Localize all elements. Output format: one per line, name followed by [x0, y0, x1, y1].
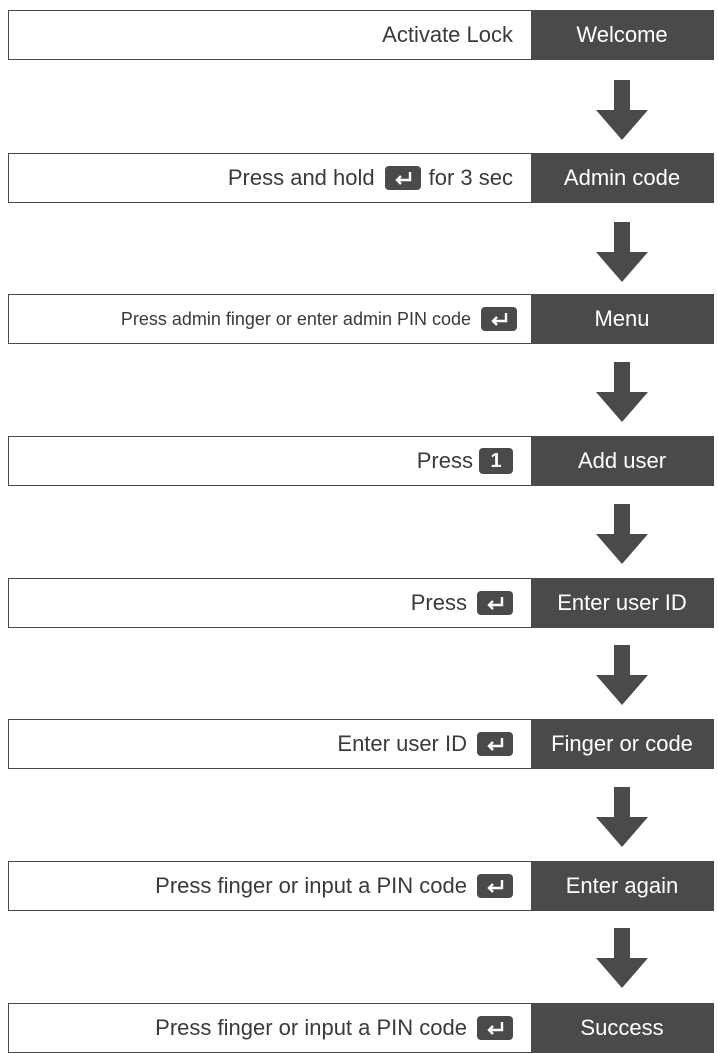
- step-row-add-user: Press 1 Add user: [8, 436, 714, 486]
- down-arrow-icon: [596, 645, 648, 705]
- step-instruction: Activate Lock: [9, 11, 531, 59]
- down-arrow-icon: [596, 80, 648, 140]
- instruction-text: Press finger or input a PIN code: [155, 1015, 467, 1040]
- step-row-welcome: Activate Lock Welcome: [8, 10, 714, 60]
- down-arrow-icon: [596, 222, 648, 282]
- state-label: Menu: [531, 295, 713, 343]
- state-label: Finger or code: [531, 720, 713, 768]
- step-instruction: Press and hold for 3 sec: [9, 154, 531, 202]
- instruction-text: Activate Lock: [382, 22, 513, 47]
- enter-key-icon: [477, 874, 513, 898]
- instruction-text: Press: [416, 448, 473, 473]
- state-label: Add user: [531, 437, 713, 485]
- step-row-finger-or-code: Enter user ID Finger or code: [8, 719, 714, 769]
- instruction-text: Enter user ID: [337, 731, 467, 756]
- step-instruction: Press: [9, 579, 531, 627]
- enter-key-icon: [481, 307, 517, 331]
- step-instruction: Press finger or input a PIN code: [9, 862, 531, 910]
- down-arrow-icon: [596, 504, 648, 564]
- enter-key-icon: [477, 732, 513, 756]
- state-label: Enter user ID: [531, 579, 713, 627]
- step-row-success: Press finger or input a PIN code Success: [8, 1003, 714, 1053]
- instruction-text: Press admin finger or enter admin PIN co…: [120, 308, 471, 329]
- enter-key-icon: [477, 1016, 513, 1040]
- state-label: Enter again: [531, 862, 713, 910]
- state-label: Success: [531, 1004, 713, 1052]
- step-row-enter-again: Press finger or input a PIN code Enter a…: [8, 861, 714, 911]
- down-arrow-icon: [596, 928, 648, 988]
- step-instruction: Press finger or input a PIN code: [9, 1004, 531, 1052]
- enter-key-icon: [477, 591, 513, 615]
- down-arrow-icon: [596, 362, 648, 422]
- enter-key-icon: [384, 166, 421, 190]
- state-label: Admin code: [531, 154, 713, 202]
- instruction-text: Press finger or input a PIN code: [155, 873, 467, 898]
- state-label: Welcome: [531, 11, 713, 59]
- step-instruction: Enter user ID: [9, 720, 531, 768]
- instruction-text: Press and hold: [227, 165, 375, 190]
- step-instruction: Press 1: [9, 437, 531, 485]
- step-row-enter-user-id: Press Enter user ID: [8, 578, 714, 628]
- instruction-text: Press: [410, 590, 467, 615]
- step-instruction: Press admin finger or enter admin PIN co…: [9, 295, 531, 343]
- digit-key-1: 1: [479, 448, 513, 474]
- instruction-suffix: for 3 sec: [428, 165, 513, 190]
- down-arrow-icon: [596, 787, 648, 847]
- step-row-admin-code: Press and hold for 3 sec Admin code: [8, 153, 714, 203]
- step-row-menu: Press admin finger or enter admin PIN co…: [8, 294, 714, 344]
